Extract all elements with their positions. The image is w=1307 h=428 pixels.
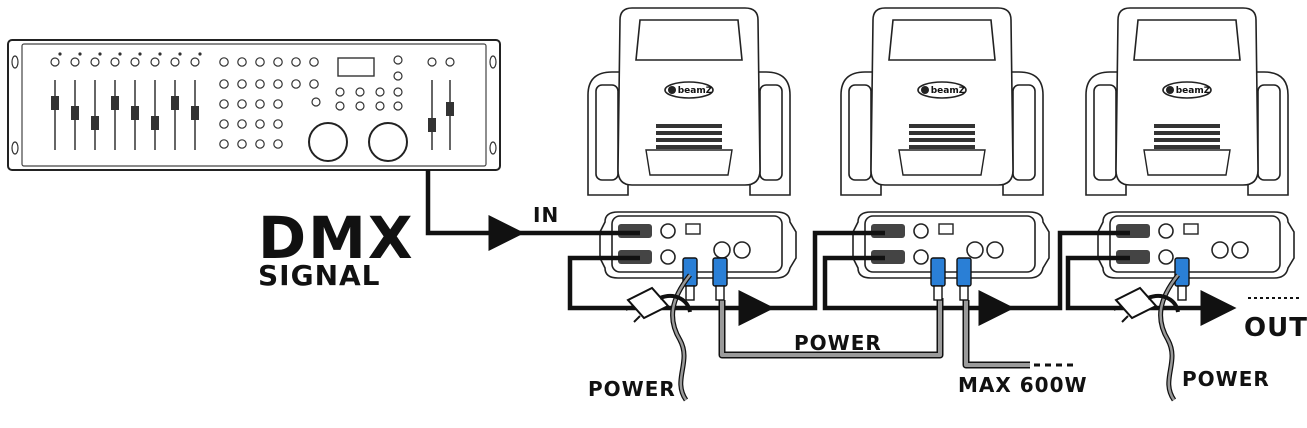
signal-label: SIGNAL	[258, 259, 381, 292]
dmx-label: DMX	[258, 204, 415, 272]
jog-wheel-left	[308, 122, 348, 162]
fixture-brand-logo: beamZ	[931, 86, 966, 96]
controller-faders-and-buttons	[50, 52, 455, 150]
in-label: IN	[533, 203, 559, 227]
mains-plug-left	[625, 273, 692, 402]
controller-display	[337, 57, 375, 77]
dmx-controller	[7, 39, 501, 171]
moving-head-fixture-3: beamZ	[1085, 7, 1295, 279]
fixture-brand-logo: beamZ	[678, 86, 713, 96]
power-center-label: POWER	[794, 331, 882, 355]
moving-head-fixture-1: beamZ	[587, 7, 797, 279]
power-right-label: POWER	[1182, 367, 1270, 391]
fixture-brand-logo: beamZ	[1176, 86, 1211, 96]
mains-plug-right	[1113, 273, 1180, 402]
moving-head-fixture-2: beamZ	[840, 7, 1050, 279]
out-label: OUT	[1244, 313, 1307, 343]
power-link-cable	[718, 298, 1030, 369]
max-power-label: MAX 600W	[958, 373, 1088, 397]
power-left-label: POWER	[588, 377, 676, 401]
jog-wheel-right	[368, 122, 408, 162]
